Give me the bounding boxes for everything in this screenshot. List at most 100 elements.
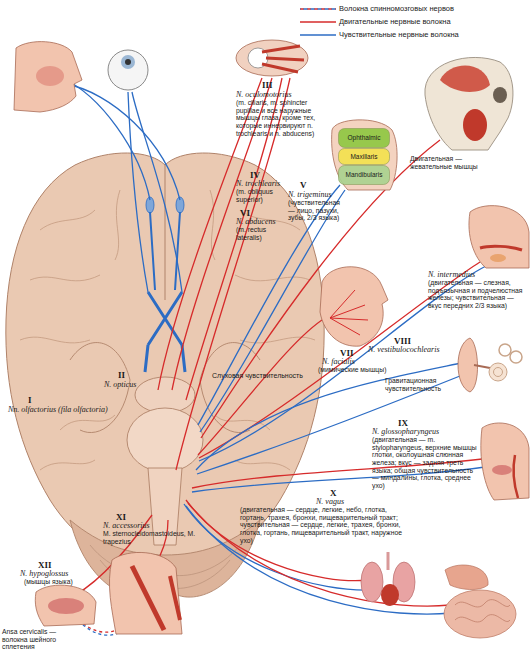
- motor-fiber: [201, 140, 440, 438]
- sensory-fiber: [66, 84, 180, 200]
- nerve-number: IV: [250, 170, 270, 180]
- sensory-fiber: [186, 506, 452, 614]
- nerve-description: (m. rectus lateralis): [236, 226, 286, 241]
- tongue: [48, 598, 84, 614]
- head-section: [469, 206, 529, 268]
- nasal-cavity: [36, 66, 64, 86]
- fiber-label: Слуховая чувствительность: [212, 372, 342, 380]
- legend-text: Чувствительные нервные волокна: [339, 30, 459, 39]
- masseter-muscle: [463, 109, 487, 141]
- region-fill: [339, 166, 390, 185]
- nerve-name: N. vagus: [316, 497, 376, 506]
- nerve-number: V: [300, 180, 320, 190]
- legend-line: [300, 8, 336, 10]
- nerve-description: (двигательная — сердце, легкие, небо, гл…: [240, 506, 405, 544]
- nose-section: [14, 42, 82, 112]
- heart: [381, 584, 399, 606]
- legend-text: Двигательные нервные волокна: [339, 17, 451, 26]
- oral-cavity: [480, 246, 522, 250]
- nerve-name: N. opticus: [104, 380, 164, 389]
- nerve-number: II: [118, 370, 138, 380]
- nerve-description: (чувствительная — лицо, пазухи, зубы, 2/…: [288, 199, 348, 222]
- region-name: Maxillaris: [338, 153, 390, 160]
- nerve-name: N. oculomotorius: [236, 90, 331, 99]
- nerve-number: IX: [398, 418, 422, 428]
- nerve-number: XI: [116, 512, 140, 522]
- salivary-gland: [490, 254, 506, 262]
- intestines: [444, 590, 516, 638]
- legend-line: [300, 8, 336, 10]
- nerve-description: (m. ciliaris, m. sphincter pupillae и вс…: [236, 99, 328, 137]
- legend-line: [300, 21, 336, 23]
- nerve-number: I: [28, 395, 48, 405]
- nerve-description: (двигательная — слезная, подъязычная и п…: [428, 279, 528, 310]
- legend-entry: Двигательные нервные волокна: [300, 17, 451, 27]
- nerve-name: Nn. olfactorius (fila olfactoria): [8, 405, 78, 414]
- region-fill: [339, 149, 390, 165]
- sensory-fiber: [197, 372, 470, 474]
- tongue: [492, 465, 512, 475]
- nerve-number: XII: [38, 560, 62, 570]
- nerve-name: N. vestibulocochlearis: [368, 345, 463, 354]
- region-name: Mandibularis: [338, 171, 390, 178]
- cochlea: [494, 368, 503, 377]
- legend-sample: [300, 31, 336, 39]
- region-fill: [339, 129, 390, 148]
- nerve-region: Mandibularis: [338, 165, 390, 185]
- legend-entry: Волокна спинномозговых нервов: [300, 4, 454, 14]
- nerve-number: VI: [240, 208, 260, 218]
- iris: [121, 55, 135, 69]
- lung: [361, 562, 383, 602]
- nerve-description: (двигательная — m. stylopharyngeus, верх…: [372, 436, 480, 490]
- eye-muscles: [262, 46, 304, 72]
- pupil: [125, 59, 131, 65]
- legend-text: Волокна спинномозговых нервов: [339, 4, 454, 13]
- nerve-name: N. hypoglossus: [20, 569, 95, 578]
- nerve-number: X: [330, 488, 354, 498]
- head-section: [481, 423, 529, 500]
- cochlea: [489, 363, 507, 381]
- nerve-region: Ophthalmic: [338, 128, 390, 148]
- nerve-name: N. abducens: [236, 217, 288, 226]
- semicircular-canal: [499, 344, 511, 356]
- semicircular-canal: [510, 351, 522, 363]
- motor-fiber: [198, 318, 325, 455]
- nerve-description: (мышцы языка): [24, 578, 89, 586]
- skull: [425, 57, 513, 150]
- ear-canal: [474, 365, 490, 368]
- nerve-name: N. intermedius: [428, 270, 523, 279]
- stomach: [445, 565, 488, 590]
- nerve-number: VIII: [394, 336, 418, 346]
- sensory-fiber: [132, 92, 182, 292]
- motor-fiber: [188, 503, 450, 606]
- longitudinal-fissure: [165, 165, 166, 300]
- legend-sample: [300, 18, 336, 26]
- nerve-name: N. trochlearis: [236, 179, 288, 188]
- intestine-coils: [455, 600, 510, 622]
- eye-socket: [493, 87, 507, 103]
- nerve-description: (мимические мышцы): [318, 366, 398, 374]
- legend-line: [300, 34, 336, 36]
- nerve-number: VII: [340, 348, 360, 358]
- organ-illustrations: [14, 40, 529, 638]
- face-profile: [320, 267, 388, 346]
- temporalis-muscle: [440, 66, 490, 92]
- orbit: [236, 40, 308, 76]
- neck: [109, 552, 182, 634]
- motor-fiber: [176, 78, 290, 470]
- trachea: [387, 552, 390, 570]
- nerve-name: N. accessorius: [103, 521, 175, 530]
- nerve-description: (m. obliquus superior): [236, 188, 286, 203]
- region-name: Ophthalmic: [338, 134, 390, 141]
- face-outline: [332, 120, 397, 190]
- legend-entry: Чувствительные нервные волокна: [300, 30, 459, 40]
- trapezius-muscle: [170, 576, 180, 620]
- pons: [127, 408, 203, 472]
- nerve-description: Двигательная — жевательные мышцы: [410, 155, 500, 170]
- nerve-number: III: [262, 80, 286, 90]
- sensory-fiber: [128, 92, 148, 292]
- legend-sample: [300, 5, 336, 13]
